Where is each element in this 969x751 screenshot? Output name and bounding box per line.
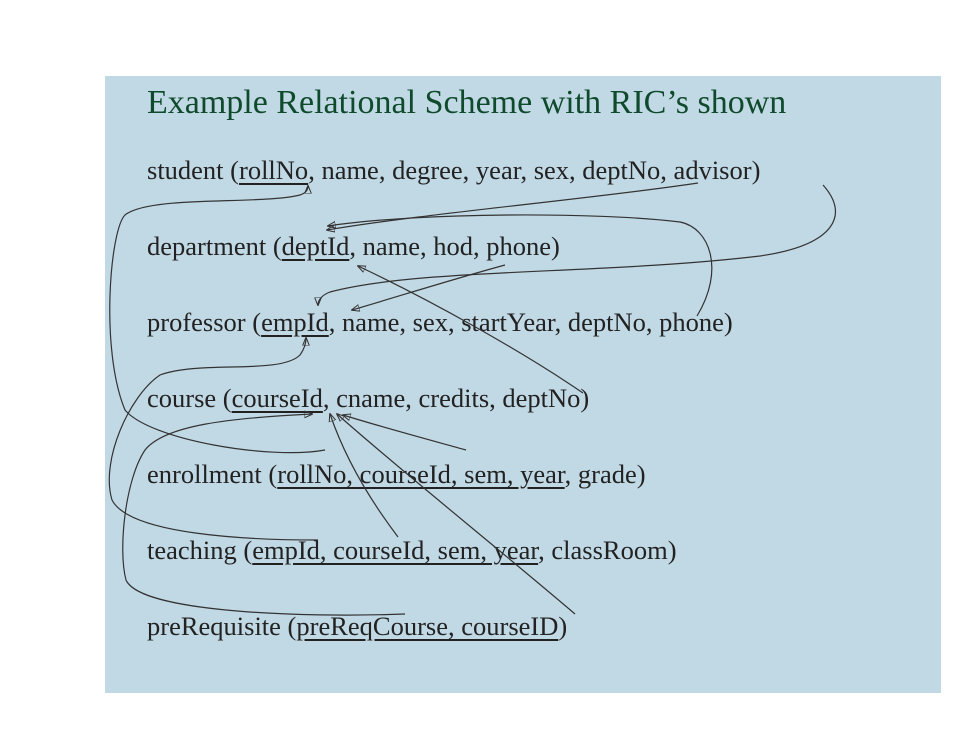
primary-key: rollNo	[239, 155, 309, 185]
relation-attributes: )	[558, 611, 568, 641]
relation-name: preRequisite (	[147, 611, 297, 641]
relation-attributes: , name, sex, startYear, deptNo, phone)	[328, 307, 733, 337]
relation-name: student (	[147, 155, 239, 185]
relation-professor: professor (empId, name, sex, startYear, …	[147, 307, 733, 338]
relation-name: department (	[147, 231, 282, 261]
relation-department: department (deptId, name, hod, phone)	[147, 231, 560, 262]
relation-attributes: , grade)	[564, 459, 646, 489]
primary-key: empId	[261, 307, 329, 337]
slide-title: Example Relational Scheme with RIC’s sho…	[147, 84, 787, 121]
relation-name: enrollment (	[147, 459, 278, 489]
relation-attributes: , name, hod, phone)	[349, 231, 560, 261]
relation-attributes: , cname, credits, deptNo)	[322, 383, 590, 413]
relation-enrollment: enrollment (rollNo, courseId, sem, year,…	[147, 459, 646, 490]
relation-student: student (rollNo, name, degree, year, sex…	[147, 155, 760, 186]
relation-name: professor (	[147, 307, 262, 337]
relation-attributes: , classRoom)	[538, 535, 677, 565]
relation-course: course (courseId, cname, credits, deptNo…	[147, 383, 589, 414]
primary-key: preReqCourse, courseID	[296, 611, 559, 641]
relation-attributes: , name, degree, year, sex, deptNo, advis…	[308, 155, 761, 185]
primary-key: empId, courseId, sem, year	[252, 535, 539, 565]
primary-key: deptId	[281, 231, 350, 261]
primary-key: courseId	[231, 383, 323, 413]
relation-prerequisite: preRequisite (preReqCourse, courseID)	[147, 611, 567, 642]
relation-name: course (	[147, 383, 232, 413]
relation-name: teaching (	[147, 535, 253, 565]
primary-key: rollNo, courseId, sem, year	[277, 459, 565, 489]
relation-teaching: teaching (empId, courseId, sem, year, cl…	[147, 535, 677, 566]
